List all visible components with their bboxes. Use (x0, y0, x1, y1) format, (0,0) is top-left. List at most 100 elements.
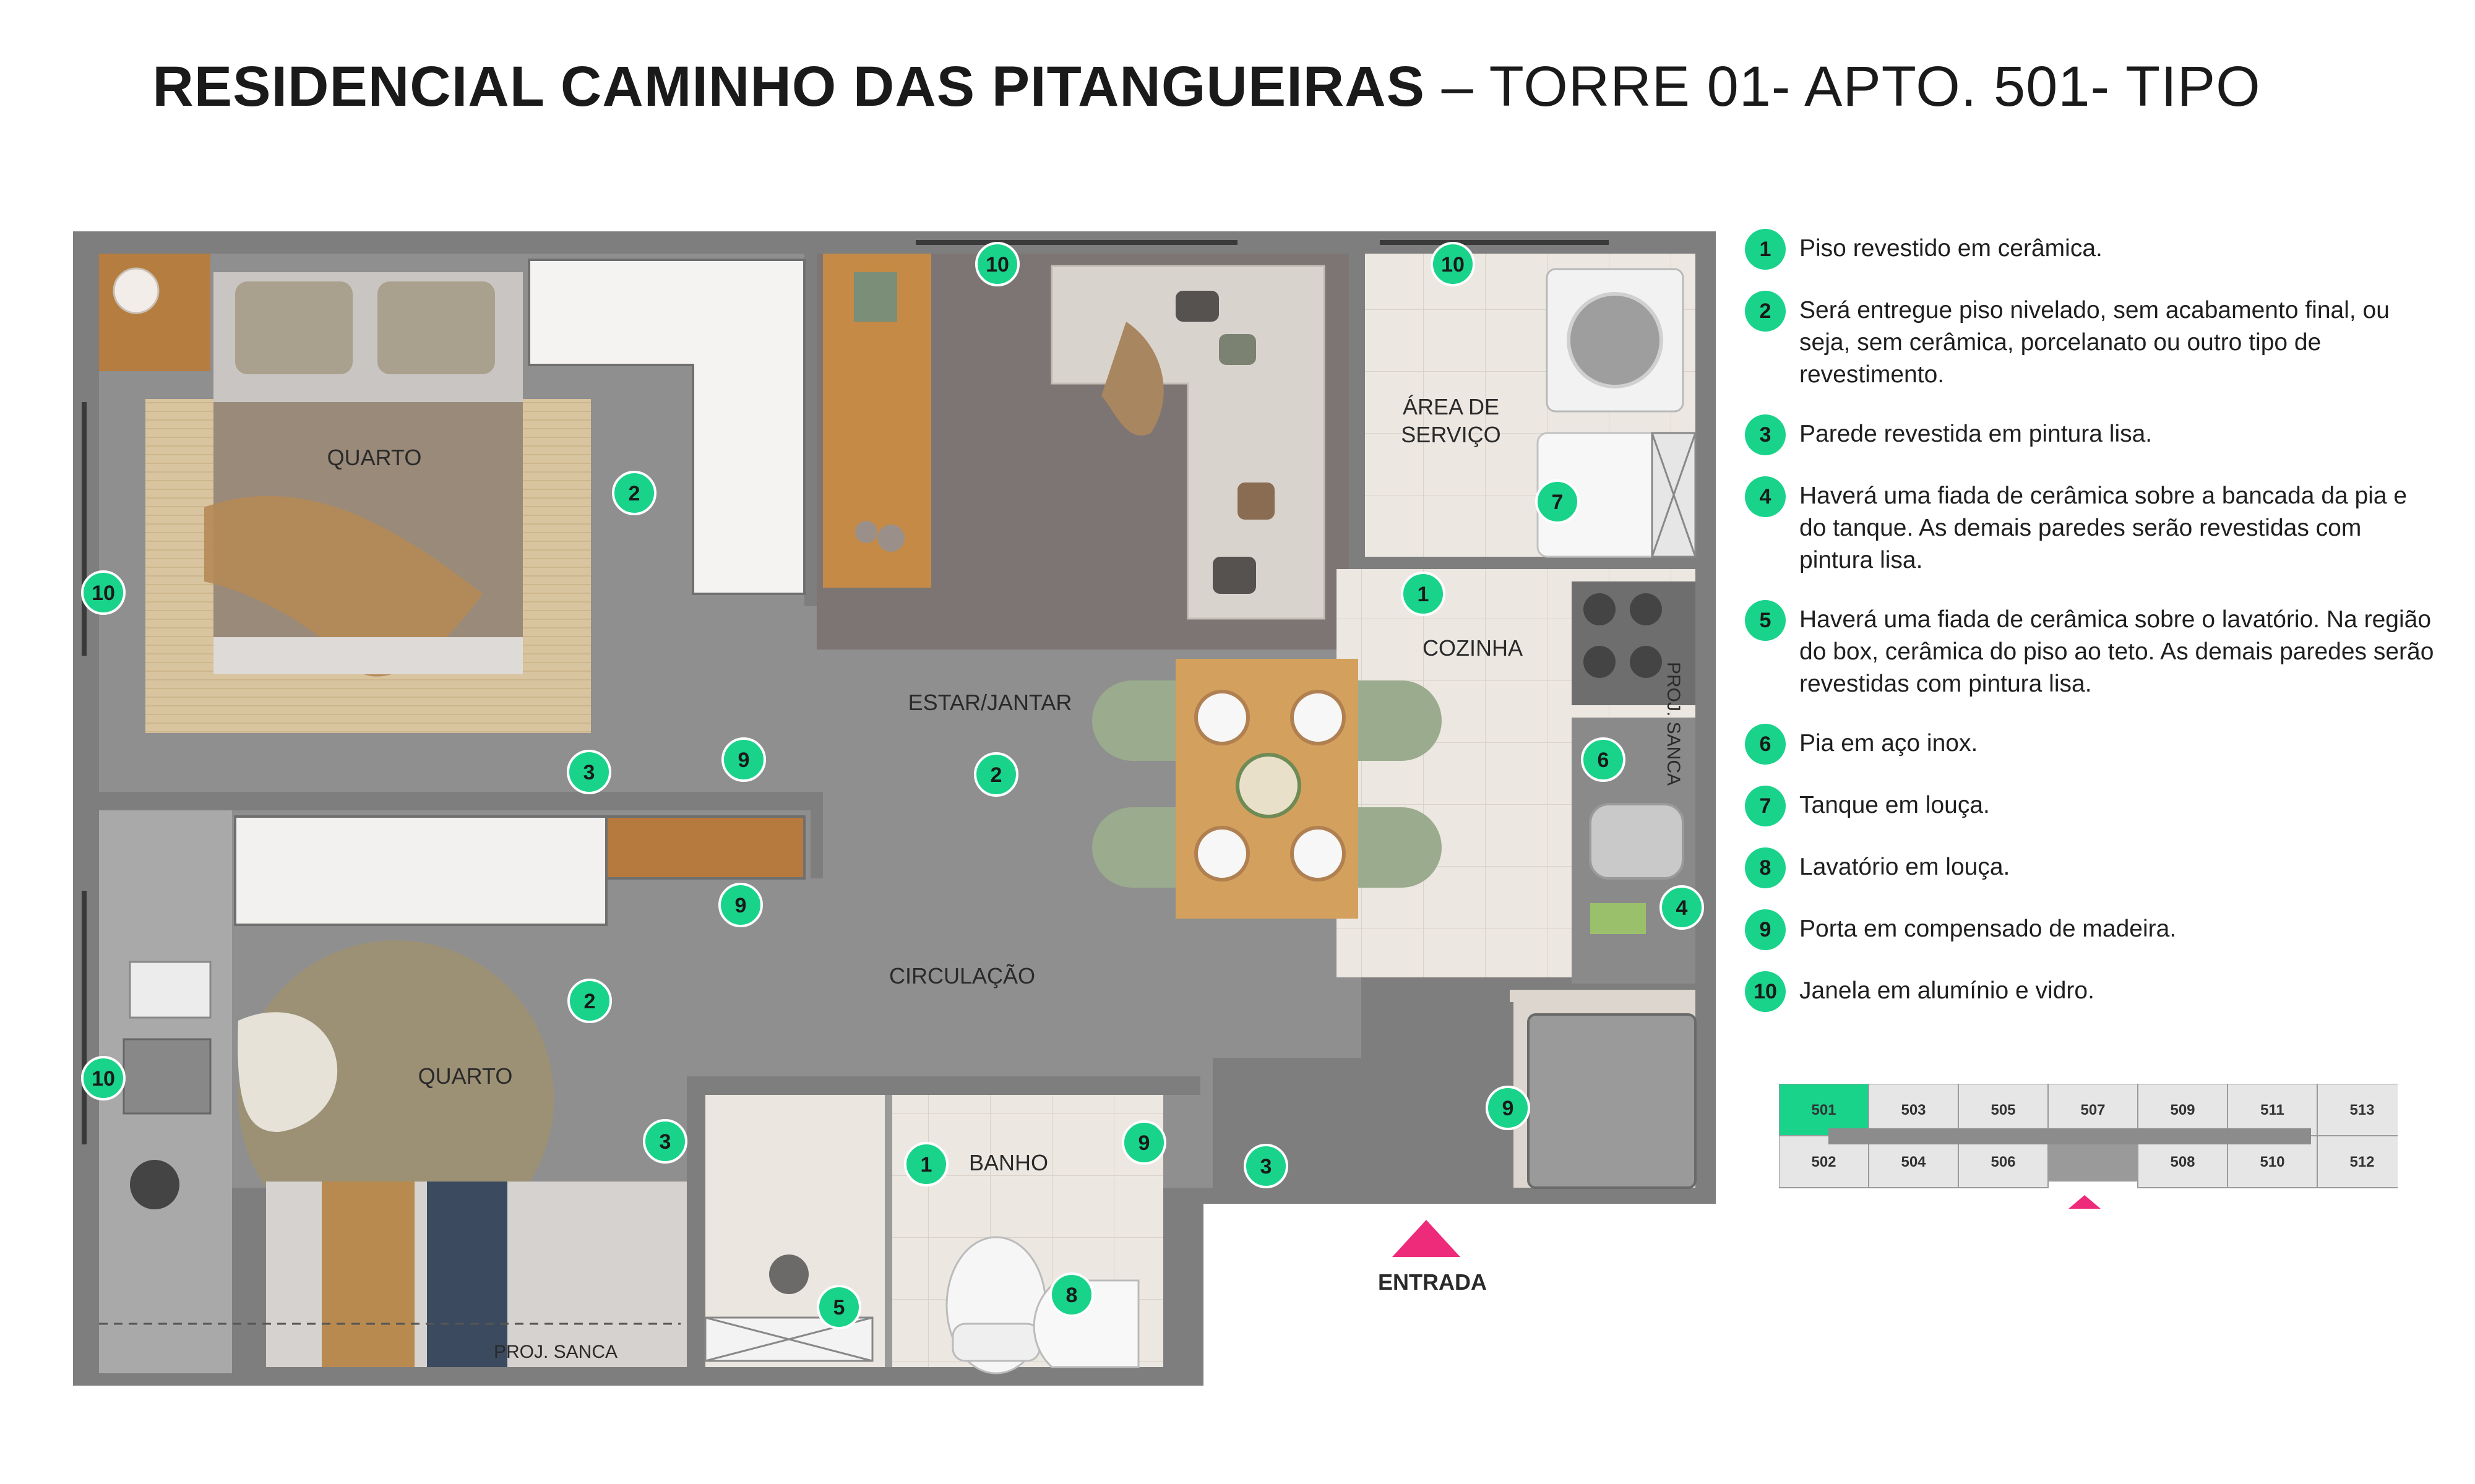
marker-badge (1535, 479, 1580, 524)
label-area-servico-2: SERVIÇO (1401, 422, 1500, 447)
marker-number: 3 (1260, 1155, 1272, 1178)
floor-plan: QUARTO ÁREA DE SERVIÇO COZINHA ESTAR/JAN… (73, 231, 1716, 1386)
legend-number: 5 (1745, 600, 1786, 641)
title-bold: RESIDENCIAL CAMINHO DAS PITANGUEIRAS (152, 55, 1426, 118)
marker-badge (974, 752, 1018, 797)
legend-item: 3 Parede revestida em pintura lisa. (1745, 414, 2438, 455)
legend-number: 9 (1745, 909, 1786, 950)
bedroom-1-furniture (99, 254, 591, 733)
marker-number: 9 (1502, 1097, 1514, 1120)
key-plan-unit-label: 513 (2349, 1102, 2374, 1118)
key-plan-unit-label: 502 (1811, 1154, 1836, 1170)
marker-number: 6 (1598, 748, 1609, 772)
legend-number: 4 (1745, 476, 1786, 517)
legend-text: Será entregue piso nivelado, sem acabame… (1799, 297, 2390, 388)
bedroom-2-furniture (99, 810, 806, 1373)
windows (82, 240, 1609, 1144)
marker-badge (81, 1056, 126, 1100)
marker-badge (1401, 572, 1445, 616)
legend-number: 8 (1745, 847, 1786, 888)
marker-badge (643, 1119, 687, 1164)
label-cozinha: COZINHA (1423, 635, 1523, 661)
marker-number: 2 (584, 990, 596, 1013)
legend-item: 1 Piso revestido em cerâmica. (1745, 229, 2438, 270)
key-plan-unit-label: 506 (1991, 1154, 2015, 1170)
key-plan-unit (2317, 1084, 2398, 1136)
marker-badge (904, 1142, 949, 1186)
legend-number: 7 (1745, 786, 1786, 826)
dining-set (1092, 659, 1442, 919)
marker-badge (721, 737, 766, 782)
legend-item: 5 Haverá uma fiada de cerâmica sobre o la… (1745, 600, 2438, 700)
marker-number: 7 (1552, 491, 1564, 514)
living-furniture (823, 254, 1325, 620)
marker-badge (1431, 242, 1475, 286)
marker-number: 9 (1138, 1131, 1150, 1155)
marker-badge (612, 471, 656, 515)
key-plan-unit (1958, 1084, 2049, 1136)
legend-text: Porta em compensado de madeira. (1799, 916, 2177, 942)
legend-number: 2 (1745, 291, 1786, 332)
legend-item: 9 Porta em compensado de madeira. (1745, 909, 2438, 950)
legend-text: Haverá uma fiada de cerâmica sobre o lav… (1799, 606, 2434, 697)
legend-number: 1 (1745, 229, 1786, 270)
marker-badge (1049, 1272, 1094, 1317)
key-plan-unit (2227, 1084, 2318, 1136)
marker-badge (1581, 737, 1625, 782)
marker-number: 3 (583, 761, 595, 784)
key-plan-unit (1868, 1084, 1959, 1136)
kitchen-appliances (1527, 268, 1697, 1189)
marker-number: 10 (1441, 253, 1465, 277)
key-plan-unit-label: 510 (2260, 1154, 2284, 1170)
marker-badge (718, 883, 763, 927)
marker-number: 5 (833, 1296, 845, 1319)
legend-text: Haverá uma fiada de cerâmica sobre a ban… (1799, 483, 2408, 573)
marker-number: 1 (1418, 583, 1429, 606)
key-plan-unit-label: 508 (2170, 1154, 2195, 1170)
legend-text: Piso revestido em cerâmica. (1799, 235, 2103, 262)
marker-number: 10 (92, 1067, 115, 1091)
marker-number: 8 (1066, 1284, 1078, 1307)
marker-badge (817, 1285, 861, 1329)
key-plan-unit-label: 507 (2080, 1102, 2105, 1118)
marker-badge (81, 570, 126, 615)
legend-item: 8 Lavatório em louça. (1745, 847, 2438, 888)
marker-number: 2 (991, 763, 1002, 787)
legend-text: Lavatório em louça. (1799, 854, 2010, 880)
key-plan-unit-label: 503 (1901, 1102, 1926, 1118)
marker-badge (1486, 1086, 1530, 1130)
key-plan-entrance-marker (2068, 1195, 2101, 1209)
key-plan-unit-label: 511 (2260, 1102, 2284, 1118)
key-plan-unit (2317, 1135, 2398, 1188)
label-area-servico-1: ÁREA DE (1403, 394, 1499, 419)
entrance-marker (1392, 1220, 1460, 1257)
legend-number: 3 (1745, 414, 1786, 455)
key-plan-corridor (1828, 1128, 2311, 1144)
marker-number: 1 (921, 1153, 932, 1177)
room-labels: QUARTO ÁREA DE SERVIÇO COZINHA ESTAR/JAN… (327, 394, 1684, 1362)
label-quarto-2: QUARTO (418, 1063, 513, 1089)
key-plan-unit-label: 509 (2170, 1102, 2195, 1118)
key-plan-unit-label: 512 (2349, 1154, 2374, 1170)
legend-text: Janela em alumínio e vidro. (1799, 977, 2094, 1004)
marker-number: 10 (986, 253, 1009, 277)
title-rest: – TORRE 01- APTO. 501- TIPO (1425, 55, 2261, 118)
marker-badge (1122, 1120, 1166, 1165)
legend-item: 2 Será entregue piso nivelado, sem acabam… (1745, 291, 2438, 391)
label-estar-jantar: ESTAR/JANTAR (908, 690, 1072, 715)
key-plan-unit-label: 504 (1901, 1154, 1926, 1170)
key-plan-unit-label: 501 (1811, 1102, 1836, 1118)
marker-number: 2 (629, 482, 640, 505)
key-plan-unit-label: 505 (1991, 1102, 2015, 1118)
marker-badge (1244, 1144, 1288, 1188)
interior-walls (99, 254, 1695, 1386)
legend-text: Parede revestida em pintura lisa. (1799, 421, 2153, 447)
label-quarto-1: QUARTO (327, 445, 422, 470)
key-plan-unit (2047, 1084, 2138, 1136)
label-proj-sanca-bottom: PROJ. SANCA (494, 1342, 618, 1362)
marker-number: 3 (660, 1130, 671, 1154)
wardrobe-1 (528, 259, 806, 595)
